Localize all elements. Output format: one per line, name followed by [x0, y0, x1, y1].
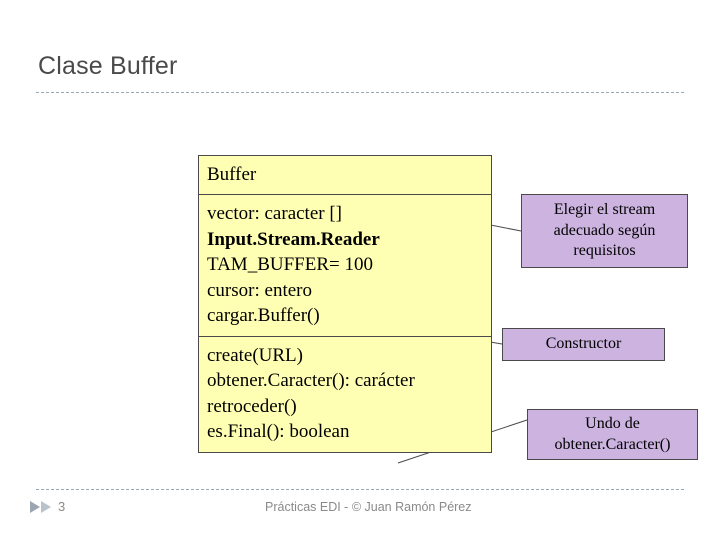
- slide-number: 3: [58, 499, 66, 514]
- uml-class-name: Buffer: [207, 164, 257, 185]
- footer-text: Prácticas EDI - © Juan Ramón Pérez: [265, 500, 472, 514]
- uml-operation: obtener.Caracter(): carácter: [207, 370, 415, 392]
- callout-elegir-stream: Elegir el stream adecuado según requisit…: [521, 194, 688, 268]
- uml-operation: retroceder(): [207, 395, 297, 417]
- uml-attribute: cargar.Buffer(): [207, 305, 320, 327]
- double-arrow-icon: [30, 501, 51, 513]
- footer-divider: [36, 489, 684, 490]
- uml-class-buffer: Buffer vector: caracter [] Input.Stream.…: [198, 155, 492, 453]
- uml-attribute: vector: caracter []: [207, 203, 343, 225]
- uml-attribute: TAM_BUFFER= 100: [207, 254, 373, 276]
- uml-operation: create(URL): [207, 344, 303, 366]
- uml-class-name-section: Buffer: [199, 156, 491, 194]
- callout-constructor: Constructor: [502, 328, 665, 361]
- uml-attribute: Input.Stream.Reader: [207, 228, 380, 250]
- uml-operations-section: create(URL) obtener.Caracter(): carácter…: [199, 335, 491, 452]
- callout-undo: Undo de obtener.Caracter(): [527, 409, 698, 460]
- title-divider: [36, 92, 684, 93]
- page-title: Clase Buffer: [38, 52, 178, 80]
- uml-attribute: cursor: entero: [207, 279, 312, 301]
- uml-operation: es.Final(): boolean: [207, 421, 350, 443]
- uml-attributes-section: vector: caracter [] Input.Stream.Reader …: [199, 194, 491, 335]
